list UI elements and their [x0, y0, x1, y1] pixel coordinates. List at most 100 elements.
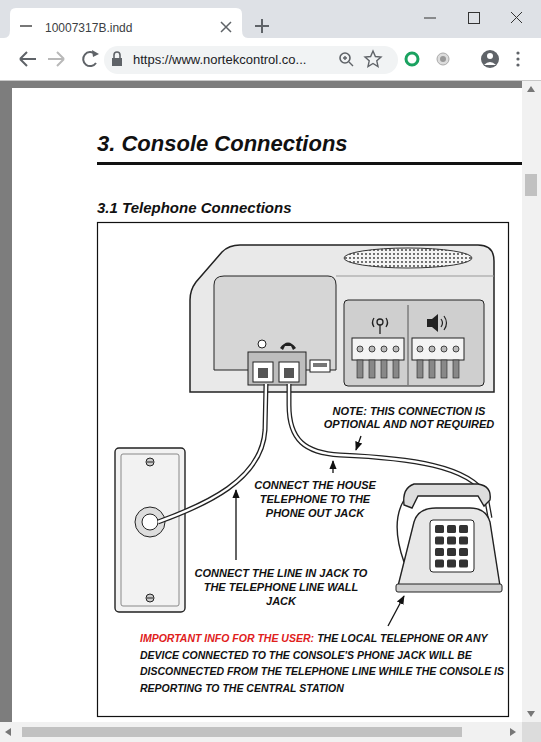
text-run: https://www.nortekcontrol.co...	[133, 52, 306, 67]
toolbar	[114, 52, 120, 58]
alarm-console	[344, 300, 484, 386]
text-run: CONNECT THE HOUSE TELEPHONE TO THE PHONE…	[254, 479, 376, 519]
note-text: NOTE: THIS CONNECTION IS OPTIONAL AND NO…	[314, 405, 504, 431]
telephone	[459, 548, 468, 556]
telephone	[435, 548, 444, 556]
alarm-console	[248, 352, 306, 385]
alarm-console	[279, 362, 299, 382]
tab-strip	[20, 25, 32, 27]
telephone	[430, 520, 474, 572]
title-rule	[97, 162, 522, 165]
alarm-console	[441, 316, 447, 330]
text-run: IMPORTANT INFO FOR THE USER:	[140, 632, 314, 644]
user-warning: IMPORTANT INFO FOR THE USER:THE LOCAL TE…	[140, 630, 504, 696]
telephone	[398, 508, 500, 586]
toolbar	[516, 57, 519, 60]
toolbar	[0, 38, 541, 80]
tab-strip	[4, 8, 248, 38]
alarm-console	[408, 305, 409, 385]
alarm-console	[310, 360, 330, 372]
text-run: 3.1 Telephone Connections	[97, 199, 291, 216]
tab-strip	[424, 18, 436, 19]
pdf-viewer	[527, 86, 535, 92]
alarm-console	[429, 346, 435, 352]
toolbar	[48, 52, 64, 66]
toolbar	[516, 51, 519, 54]
tab-strip	[255, 19, 269, 33]
leader-arrow	[332, 461, 333, 473]
telephone	[404, 484, 491, 508]
toolbar	[112, 58, 122, 66]
toolbar	[343, 56, 353, 66]
alarm-console	[377, 319, 383, 325]
telephone	[397, 500, 404, 562]
pdf-viewer	[527, 711, 535, 717]
pdf-viewer	[522, 722, 541, 742]
phone-cord	[158, 384, 266, 522]
alarm-console	[253, 362, 273, 382]
toolbar	[0, 80, 541, 81]
pdf-viewer	[22, 727, 462, 737]
toolbar	[92, 50, 99, 57]
alarm-console	[432, 314, 438, 332]
alarm-console	[441, 346, 447, 352]
url-text: https://www.nortekcontrol.co...	[133, 51, 337, 69]
toolbar	[516, 63, 519, 66]
leader-arrow	[388, 596, 404, 626]
alarm-console	[258, 340, 266, 348]
toolbar	[437, 53, 449, 65]
wall-jack	[115, 448, 185, 612]
alarm-console	[357, 346, 459, 378]
pdf-viewer	[0, 81, 541, 742]
alarm-console	[190, 245, 494, 392]
alarm-console	[453, 346, 459, 352]
toolbar	[481, 50, 499, 68]
alarm-console	[381, 360, 387, 378]
toolbar	[484, 62, 496, 65]
alarm-console	[373, 318, 388, 334]
telephone	[435, 537, 444, 545]
toolbar	[406, 53, 418, 65]
alarm-console	[429, 360, 435, 378]
phone-cord	[158, 384, 266, 522]
telephone	[447, 548, 456, 556]
tab-strip	[469, 13, 480, 24]
leader-arrow	[356, 436, 361, 450]
pdf-viewer	[12, 88, 522, 722]
telephone	[435, 560, 444, 568]
alarm-console	[190, 245, 494, 392]
phone-cord	[158, 384, 490, 522]
alarm-console	[417, 360, 423, 378]
toolbar	[20, 52, 36, 66]
tab-strip	[221, 22, 231, 32]
telephone	[459, 560, 468, 568]
alarm-console	[369, 360, 375, 378]
leader-arrow	[236, 436, 404, 626]
telephone	[435, 525, 468, 568]
pdf-viewer	[522, 81, 541, 722]
wall-jack	[121, 454, 179, 606]
leader-arrow	[235, 490, 236, 560]
text-run: 3. Console Connections	[97, 131, 348, 156]
pdf-viewer	[0, 81, 541, 742]
alarm-console	[393, 346, 399, 352]
pdf-viewer	[5, 728, 11, 736]
alarm-console	[357, 346, 363, 352]
tab-strip	[0, 0, 541, 38]
pdf-viewer	[525, 174, 537, 196]
telephone	[447, 537, 456, 545]
alarm-console	[336, 276, 494, 277]
toolbar	[440, 56, 446, 62]
telephone	[459, 525, 468, 533]
alarm-console	[393, 360, 399, 378]
callout-text: CONNECT THE HOUSE TELEPHONE TO THE PHONE…	[240, 478, 390, 520]
toolbar	[104, 46, 398, 74]
telephone	[459, 537, 468, 545]
alarm-console	[313, 363, 327, 367]
section-title: 3. Console Connections	[97, 135, 522, 153]
text-run: NOTE: THIS CONNECTION IS OPTIONAL AND NO…	[324, 405, 495, 430]
callout-text: CONNECT THE LINE IN JACK TO THE TELEPHON…	[188, 566, 374, 608]
text-run: 10007317B.indd	[45, 21, 132, 35]
alarm-console	[369, 346, 375, 352]
